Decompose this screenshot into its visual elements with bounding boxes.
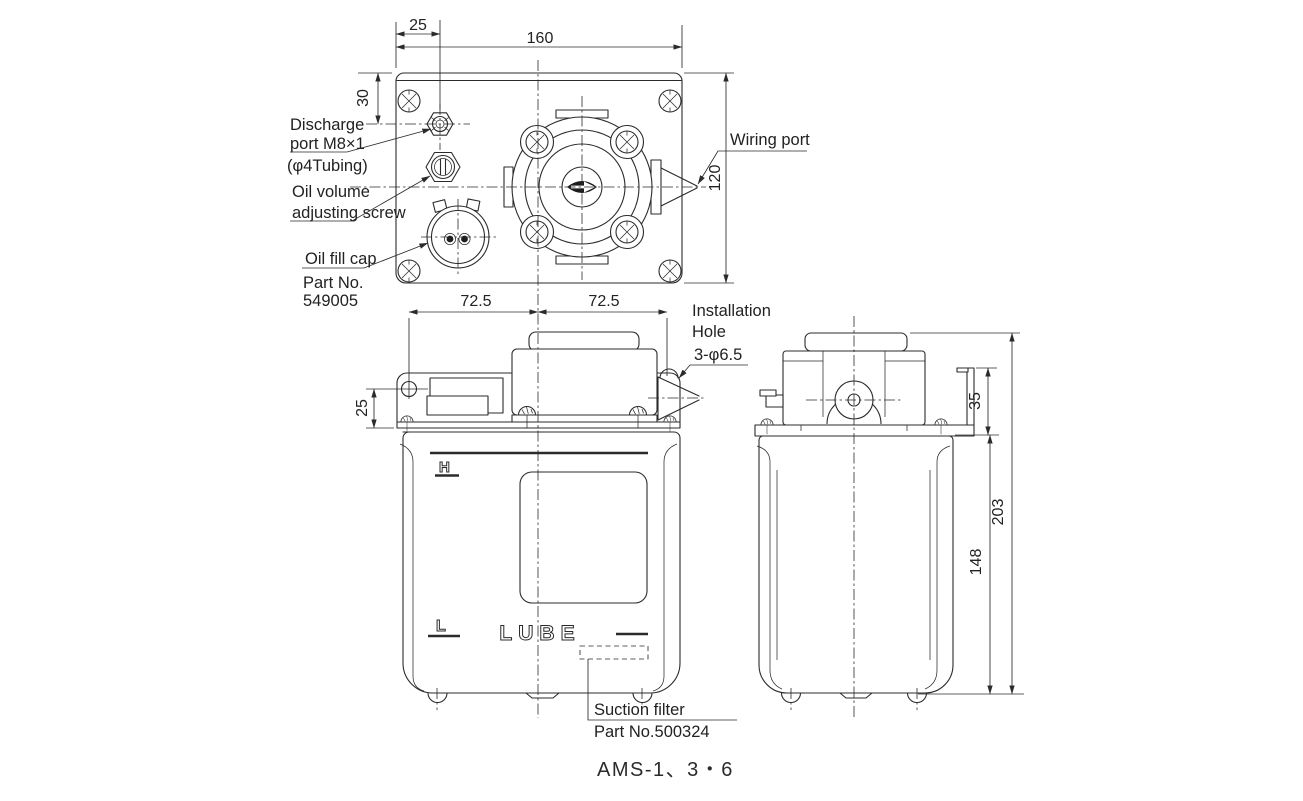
dim-148: 148 [968, 549, 985, 576]
motor-cap-front [528, 331, 640, 352]
tank-window [519, 471, 648, 604]
wall-bracket-lip [956, 367, 969, 373]
discharge-port-label: port M8×1 [290, 135, 365, 153]
front-view-dimensions: 72.5 72.5 25 Installation Hole 3-φ6.5 [354, 293, 771, 429]
dim-72-5-right: 72.5 [588, 293, 619, 310]
corner-screw [658, 259, 682, 283]
brand-logo: LUBE [499, 622, 580, 645]
front-tank [402, 431, 681, 694]
top-view-dimensions: 25 160 30 120 [355, 17, 734, 284]
side-stub-lip [759, 389, 777, 397]
installation-hole-right-arc [659, 368, 679, 379]
dim-203: 203 [990, 499, 1007, 526]
top-plate-outline [395, 72, 683, 284]
motor-base-strip-front [511, 414, 658, 423]
oil-volume-label: adjusting screw [292, 204, 406, 222]
level-low-mark: L [436, 618, 446, 635]
wiring-port-cone [660, 167, 698, 207]
tank-bottom-notch-front [525, 692, 560, 699]
wiring-port-label: Wiring port [730, 131, 810, 149]
wiring-port-front [657, 368, 700, 421]
suction-filter-label: Suction filter [594, 701, 685, 719]
front-view: H L LUBE Suction filter Part No.500324 7… [354, 293, 771, 741]
oil-fill-cap-label: Oil fill cap [305, 250, 377, 268]
dim-35: 35 [967, 392, 984, 410]
installation-hole-label: Hole [692, 323, 726, 341]
wall-bracket [966, 367, 975, 426]
motor-cap-side [804, 332, 908, 352]
dim-30: 30 [355, 89, 372, 107]
side-view-dimensions: 35 148 203 [910, 332, 1024, 695]
installation-hole-label: Installation [692, 302, 771, 320]
dim-160: 160 [527, 30, 554, 47]
discharge-port-label: Discharge [290, 116, 364, 134]
top-view-labels: Discharge port M8×1 (φ4Tubing) Oil volum… [287, 116, 810, 310]
tank-feet-front [427, 692, 653, 704]
side-view: 35 148 203 [754, 332, 1024, 704]
suction-filter-part-label: Part No.500324 [594, 723, 710, 741]
motor-housing-front [511, 348, 658, 416]
dim-72-5-left: 72.5 [460, 293, 491, 310]
top-view: 25 160 30 120 Discharge port M8×1 (φ4Tub… [287, 17, 810, 310]
side-stub [765, 394, 784, 408]
dim-25-top: 25 [409, 17, 427, 34]
side-tank [758, 435, 954, 694]
oil-volume-adjusting-screw [425, 151, 461, 183]
dim-120: 120 [707, 165, 724, 192]
installation-hole-label: 3-φ6.5 [694, 346, 742, 364]
level-high-mark: H [439, 459, 450, 476]
corner-screw [397, 259, 421, 283]
dim-25-front: 25 [354, 399, 371, 417]
drawing-caption: AMS-1、3・6 [597, 759, 734, 781]
discharge-port-label: (φ4Tubing) [287, 157, 368, 175]
oil-fill-part-label: Part No. [303, 274, 364, 292]
corner-screw [397, 89, 421, 113]
front-bracket-step [426, 395, 489, 416]
rotation-arrow [571, 181, 596, 193]
tank-bottom-notch-side [839, 692, 873, 699]
suction-filter-outline [579, 645, 649, 660]
centerlines [350, 60, 918, 718]
oil-fill-part-label: 549005 [303, 292, 358, 310]
corner-screw [658, 89, 682, 113]
oil-volume-label: Oil volume [292, 183, 370, 201]
